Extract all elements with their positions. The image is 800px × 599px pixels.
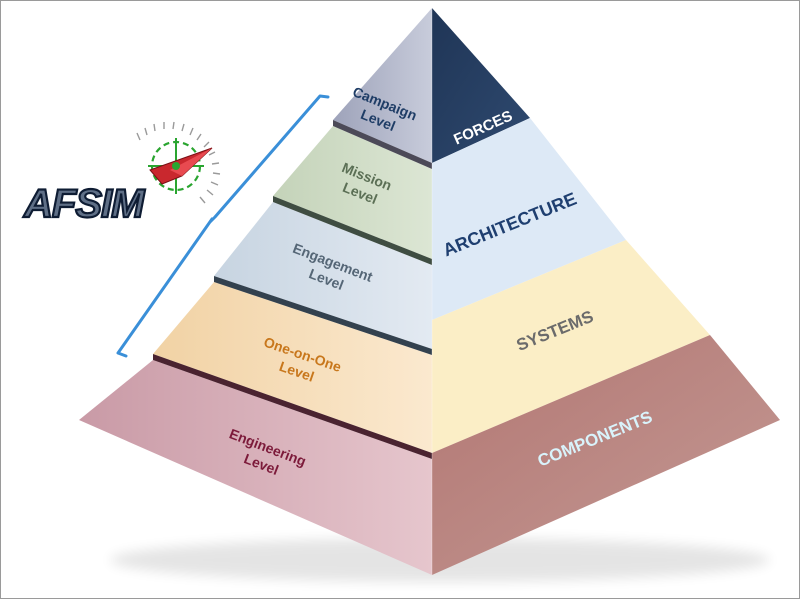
- right-face-components: [432, 335, 780, 575]
- right-face-systems: [432, 240, 710, 453]
- afsim-logo: AFSIM: [22, 121, 221, 227]
- left-face-one-on-one: [153, 282, 432, 453]
- left-face-campaign: [333, 8, 432, 163]
- divider-engagement-one-on-one: [214, 276, 432, 355]
- reticle-icon: [136, 121, 221, 204]
- right-face-architecture: [432, 118, 626, 320]
- left-face-engineering: [79, 360, 432, 575]
- divider-mission-engagement: [273, 196, 432, 265]
- left-face-engagement: [214, 202, 432, 349]
- afsim-wordmark: AFSIM: [23, 182, 146, 226]
- divider-one-on-one-engineering: [153, 354, 432, 459]
- right-face-forces: [432, 8, 530, 163]
- divider-campaign-mission: [333, 120, 432, 169]
- afsim-scope-bracket: [116, 94, 330, 358]
- left-face-mission: [273, 126, 432, 259]
